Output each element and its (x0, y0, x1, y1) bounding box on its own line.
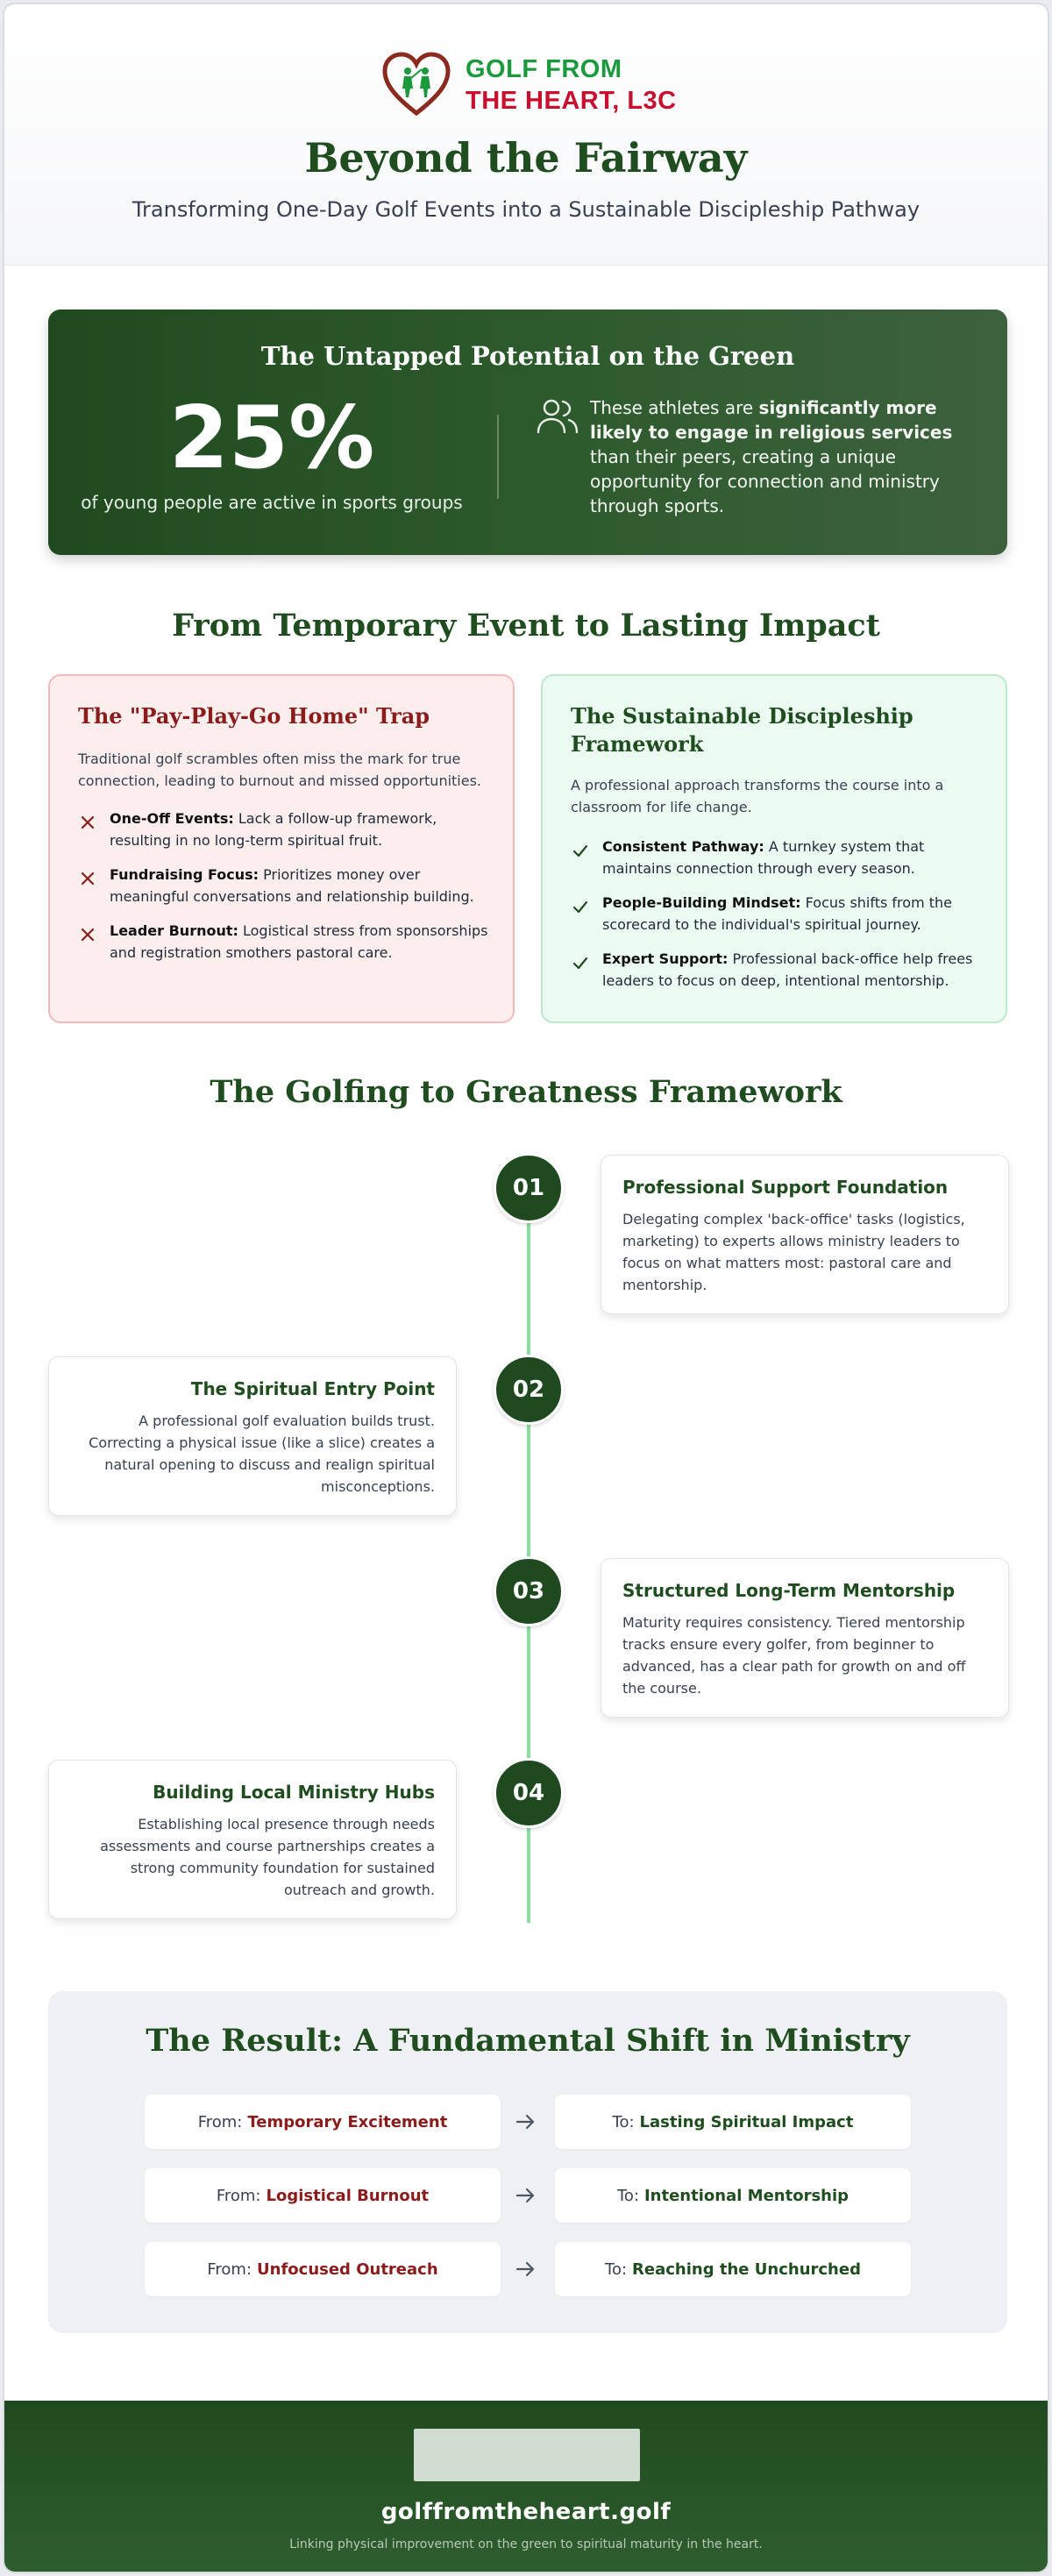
step-title: Building Local Ministry Hubs (153, 1782, 435, 1803)
from-label: From: (197, 2112, 243, 2131)
shift-from-box: From: Logistical Burnout (145, 2168, 501, 2223)
shift-to-box: To:Lasting Spiritual Impact (555, 2095, 911, 2149)
step-title: Professional Support Foundation (622, 1177, 949, 1198)
shift-row: From:Unfocused Outreach To:Reaching the … (145, 2242, 911, 2296)
pathway-item-text: Focus shifts from the scorecard to the i… (602, 894, 952, 933)
arrow-right-icon (515, 2188, 535, 2203)
shift-from-box: From:Unfocused Outreach (145, 2242, 501, 2296)
pathway-item-label: People-Building Mindset: (602, 894, 801, 911)
x-mark-icon (81, 872, 95, 886)
result-section-title: The Result: A Fundamental Shift in Minis… (146, 2023, 910, 2059)
check-mark-icon (572, 957, 588, 970)
page-subtitle: Transforming One-Day Golf Events into a … (132, 197, 920, 222)
trap-card-title: The "Pay-Play-Go Home" Trap (78, 703, 430, 729)
pathway-item-label: Expert Support: (602, 950, 729, 967)
footer: golffromtheheart.golf Linking physical i… (4, 2401, 1048, 2572)
logo-text-line2: THE HEART, L3C (466, 87, 677, 115)
framework-step-card: Building Local Ministry Hubs Establishin… (48, 1760, 457, 1919)
stat-banner: The Untapped Potential on the Green 25% … (48, 310, 1007, 555)
to-value: Reaching the Unchurched (632, 2259, 861, 2279)
from-label: From: (216, 2186, 261, 2205)
x-mark-icon (81, 928, 95, 942)
step-number-badge: 02 (494, 1355, 564, 1425)
pathway-card-title: The Sustainable Discipleship Framework (571, 703, 913, 757)
shift-from-box: From:Temporary Excitement (145, 2095, 501, 2149)
timeline-line (527, 1188, 530, 1923)
trap-item-text: Lack a follow-up framework, resulting in… (110, 810, 437, 849)
step-title: The Spiritual Entry Point (190, 1378, 435, 1399)
infographic-page: GOLF FROM THE HEART, L3C Beyond the Fair… (3, 3, 1049, 2573)
trap-item-label: Leader Burnout: (110, 922, 238, 939)
step-number-badge: 01 (494, 1153, 564, 1223)
step-title: Structured Long-Term Mentorship (622, 1580, 956, 1601)
framework-step-card: The Spiritual Entry Point A professional… (48, 1356, 457, 1516)
pathway-item-text: Professional back-office help frees lead… (602, 950, 973, 989)
to-label: To: (605, 2259, 628, 2279)
pathway-item-text: A turnkey system that maintains connecti… (602, 838, 925, 877)
arrow-right-icon (515, 2261, 535, 2277)
stat-heading: The Untapped Potential on the Green (260, 341, 795, 371)
stat-divider (497, 415, 499, 499)
trap-item-text: Prioritizes money over meaningful conver… (110, 866, 474, 905)
footer-website-link[interactable]: golffromtheheart.golf (380, 2499, 672, 2525)
arrow-right-icon (515, 2114, 535, 2130)
users-icon (537, 399, 579, 434)
from-value: Unfocused Outreach (257, 2259, 438, 2279)
trap-item-label: One-Off Events: (110, 810, 234, 827)
stat-text-emphasis: significantly more likely to engage in r… (590, 397, 953, 443)
trap-item-label: Fundraising Focus: (110, 866, 259, 883)
step-description: Maturity requires consistency. Tiered me… (622, 1614, 966, 1697)
check-mark-icon (572, 900, 588, 914)
result-section: The Result: A Fundamental Shift in Minis… (48, 1991, 1007, 2333)
stat-text-lead: These athletes are (590, 397, 759, 418)
stat-description: These athletes are significantly more li… (590, 395, 976, 518)
from-label: From: (207, 2259, 252, 2279)
step-description: A professional golf evaluation builds tr… (89, 1413, 435, 1495)
footer-tagline: Linking physical improvement on the gree… (289, 2537, 763, 2551)
header: GOLF FROM THE HEART, L3C Beyond the Fair… (4, 4, 1048, 266)
shift-to-box: To:Intentional Mentorship (555, 2168, 911, 2223)
page-title: Beyond the Fairway (304, 134, 748, 181)
logo-text-line1: GOLF FROM (466, 55, 622, 83)
trap-card-description: Traditional golf scrambles often miss th… (78, 751, 482, 789)
shift-row: From: Logistical Burnout To:Intentional M… (145, 2168, 911, 2223)
trap-item-text: Logistical stress from sponsorships and … (110, 922, 488, 961)
from-value: Logistical Burnout (266, 2186, 430, 2205)
pathway-card-description: A professional approach transforms the c… (571, 777, 944, 815)
trap-card: The "Pay-Play-Go Home" Trap Traditional … (48, 674, 515, 1023)
step-description: Establishing local presence through need… (100, 1816, 435, 1898)
step-description: Delegating complex 'back-office' tasks (… (622, 1211, 965, 1293)
step-number-badge: 03 (494, 1556, 564, 1626)
to-label: To: (616, 2186, 639, 2205)
to-label: To: (612, 2112, 635, 2131)
footer-logo-placeholder (414, 2429, 640, 2481)
to-value: Lasting Spiritual Impact (639, 2112, 854, 2131)
shift-to-box: To:Reaching the Unchurched (555, 2242, 911, 2296)
heart-golfers-icon (382, 52, 451, 117)
pathway-card: The Sustainable Discipleship Framework A… (541, 674, 1007, 1023)
from-value: Temporary Excitement (247, 2112, 448, 2131)
check-mark-icon (572, 844, 588, 857)
step-number-badge: 04 (494, 1758, 564, 1828)
framework-section-title: The Golfing to Greatness Framework (210, 1074, 842, 1110)
to-value: Intentional Mentorship (643, 2186, 849, 2205)
stat-number: 25% (168, 388, 375, 488)
brand-logo: GOLF FROM THE HEART, L3C (381, 50, 679, 124)
shift-row: From:Temporary Excitement To:Lasting Spi… (145, 2095, 911, 2149)
pathway-item-label: Consistent Pathway: (602, 838, 764, 855)
x-mark-icon (81, 815, 95, 829)
framework-step-card: Structured Long-Term Mentorship Maturity… (601, 1558, 1009, 1718)
stat-caption: of young people are active in sports gro… (81, 492, 463, 513)
comparison-section-title: From Temporary Event to Lasting Impact (172, 608, 880, 644)
framework-step-card: Professional Support Foundation Delegati… (601, 1155, 1009, 1314)
stat-text-tail: than their peers, creating a unique oppo… (590, 446, 940, 516)
